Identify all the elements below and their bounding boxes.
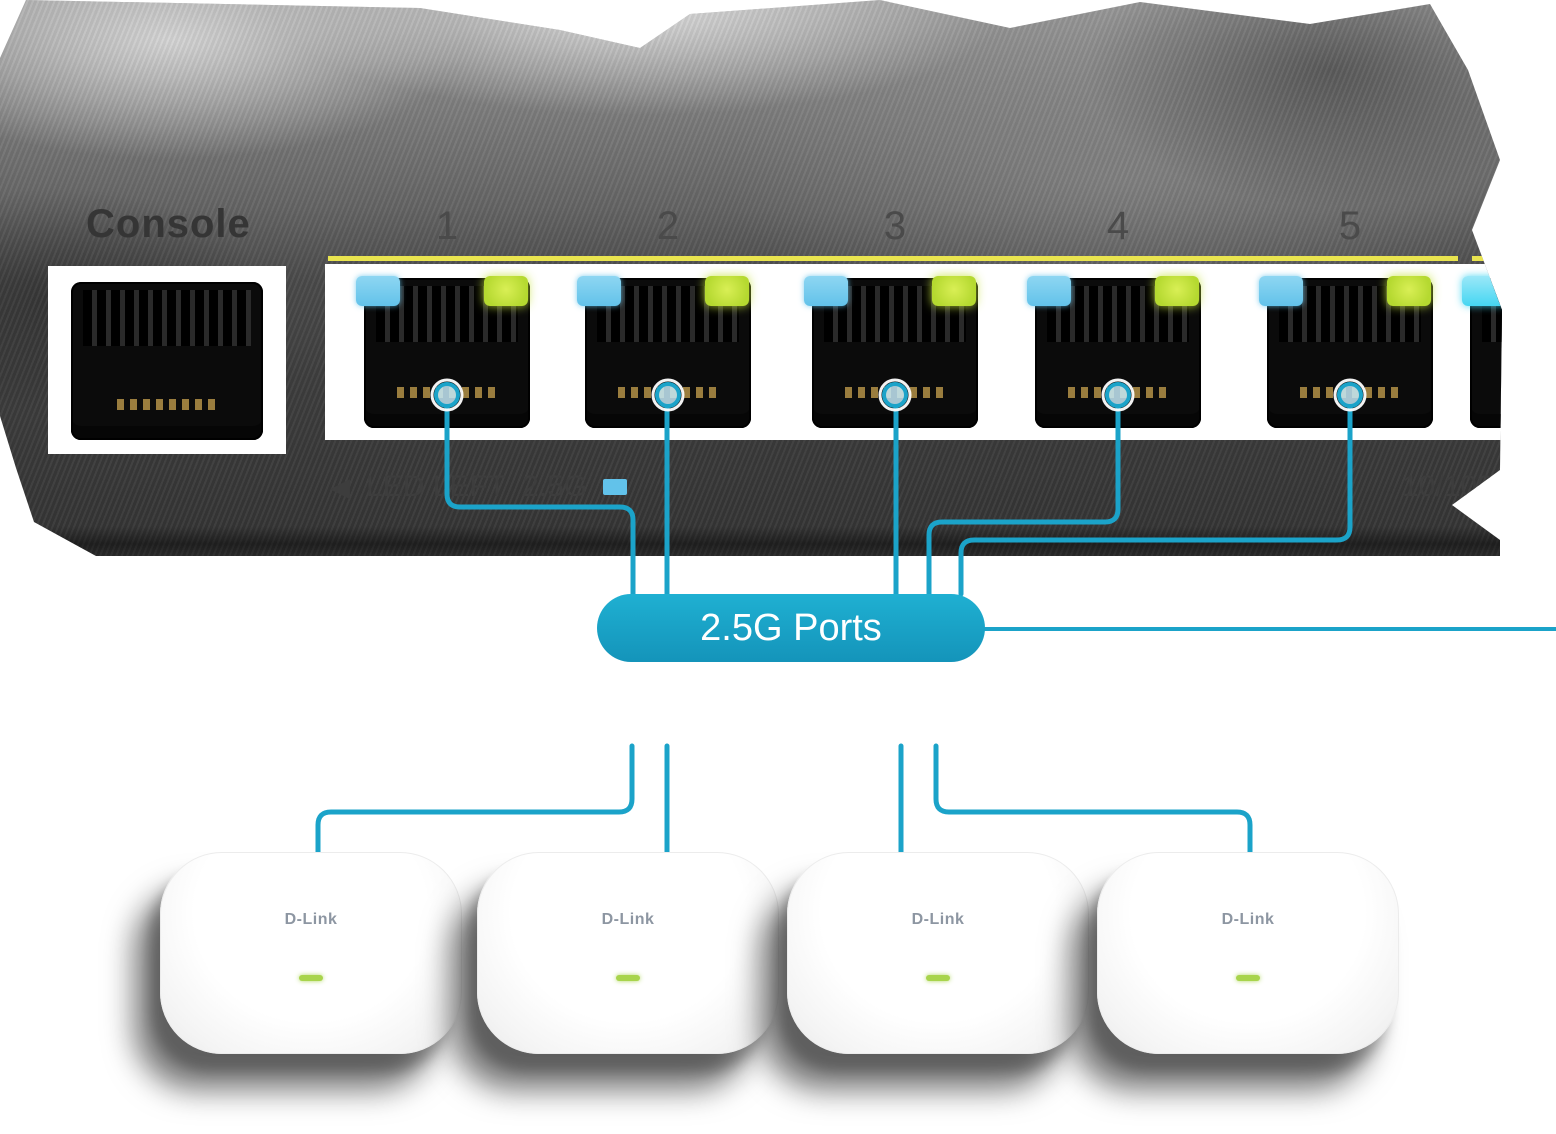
port-3-right-led [932,276,976,306]
access-point-2-status-led [616,975,640,981]
access-point-1-status-led [299,975,323,981]
rj45-pins [1068,387,1168,398]
port-4-left-led [1027,276,1071,306]
port-1-right-led [484,276,528,306]
port-5-number: 5 [1338,204,1362,248]
port-1 [354,264,540,440]
access-point-4-status-led [1236,975,1260,981]
port-3-left-led [804,276,848,306]
access-point-3-brand: D-Link [911,911,965,928]
access-point-1: D-Link [160,852,462,1054]
drop-line-ap-1 [315,743,635,863]
port-3 [802,264,988,440]
console-rj45-jack [71,282,263,440]
port-4 [1025,264,1211,440]
access-point-2: D-Link [477,852,779,1054]
port-6-left-led [1462,276,1502,306]
port-5 [1257,264,1443,440]
switch-photo: Console 1 2 3 4 5 [0,0,1519,556]
port-4-right-led [1155,276,1199,306]
access-point-4: D-Link [1097,852,1399,1054]
panel-accent-line [328,256,1458,261]
port-2-number: 2 [656,204,680,248]
port-6-partial [1460,264,1502,440]
port-2-right-led [705,276,749,306]
port-5-left-led [1259,276,1303,306]
led-legend: ◀ LED LEFT 2.5G [330,470,628,504]
access-point-3: D-Link [787,852,1089,1054]
rj45-pins [845,387,945,398]
rj45-pins [397,387,497,398]
rj45-pins [1300,387,1400,398]
access-point-3-status-led [926,975,950,981]
ethernet-ports-panel [325,264,1502,440]
port-4-number: 4 [1106,204,1130,248]
port-3-number: 3 [883,204,907,248]
left-arrow-icon: ◀ [330,471,350,502]
access-point-4-brand: D-Link [1221,911,1275,928]
panel-accent-line-right [1472,256,1502,261]
rj45-pins [117,399,217,410]
access-point-2-brand: D-Link [601,911,655,928]
port-2-left-led [577,276,621,306]
ports-callout-pill: 2.5G Ports [597,594,985,662]
led-legend-speed: 2.5G [522,470,588,503]
access-point-1-brand: D-Link [284,911,338,928]
port-1-left-led [356,276,400,306]
port-1-number: 1 [435,204,459,248]
drop-line-ap-4 [933,743,1253,863]
rj45-contacts [83,290,251,346]
console-port-panel [48,266,286,454]
right-speed-label: 10/100M [1402,470,1519,503]
console-label: Console [86,202,251,246]
blue-led-swatch-icon [603,479,628,495]
led-legend-label: LED LEFT [366,470,507,503]
port-5-right-led [1387,276,1431,306]
rj45-pins [618,387,718,398]
port-2 [575,264,761,440]
